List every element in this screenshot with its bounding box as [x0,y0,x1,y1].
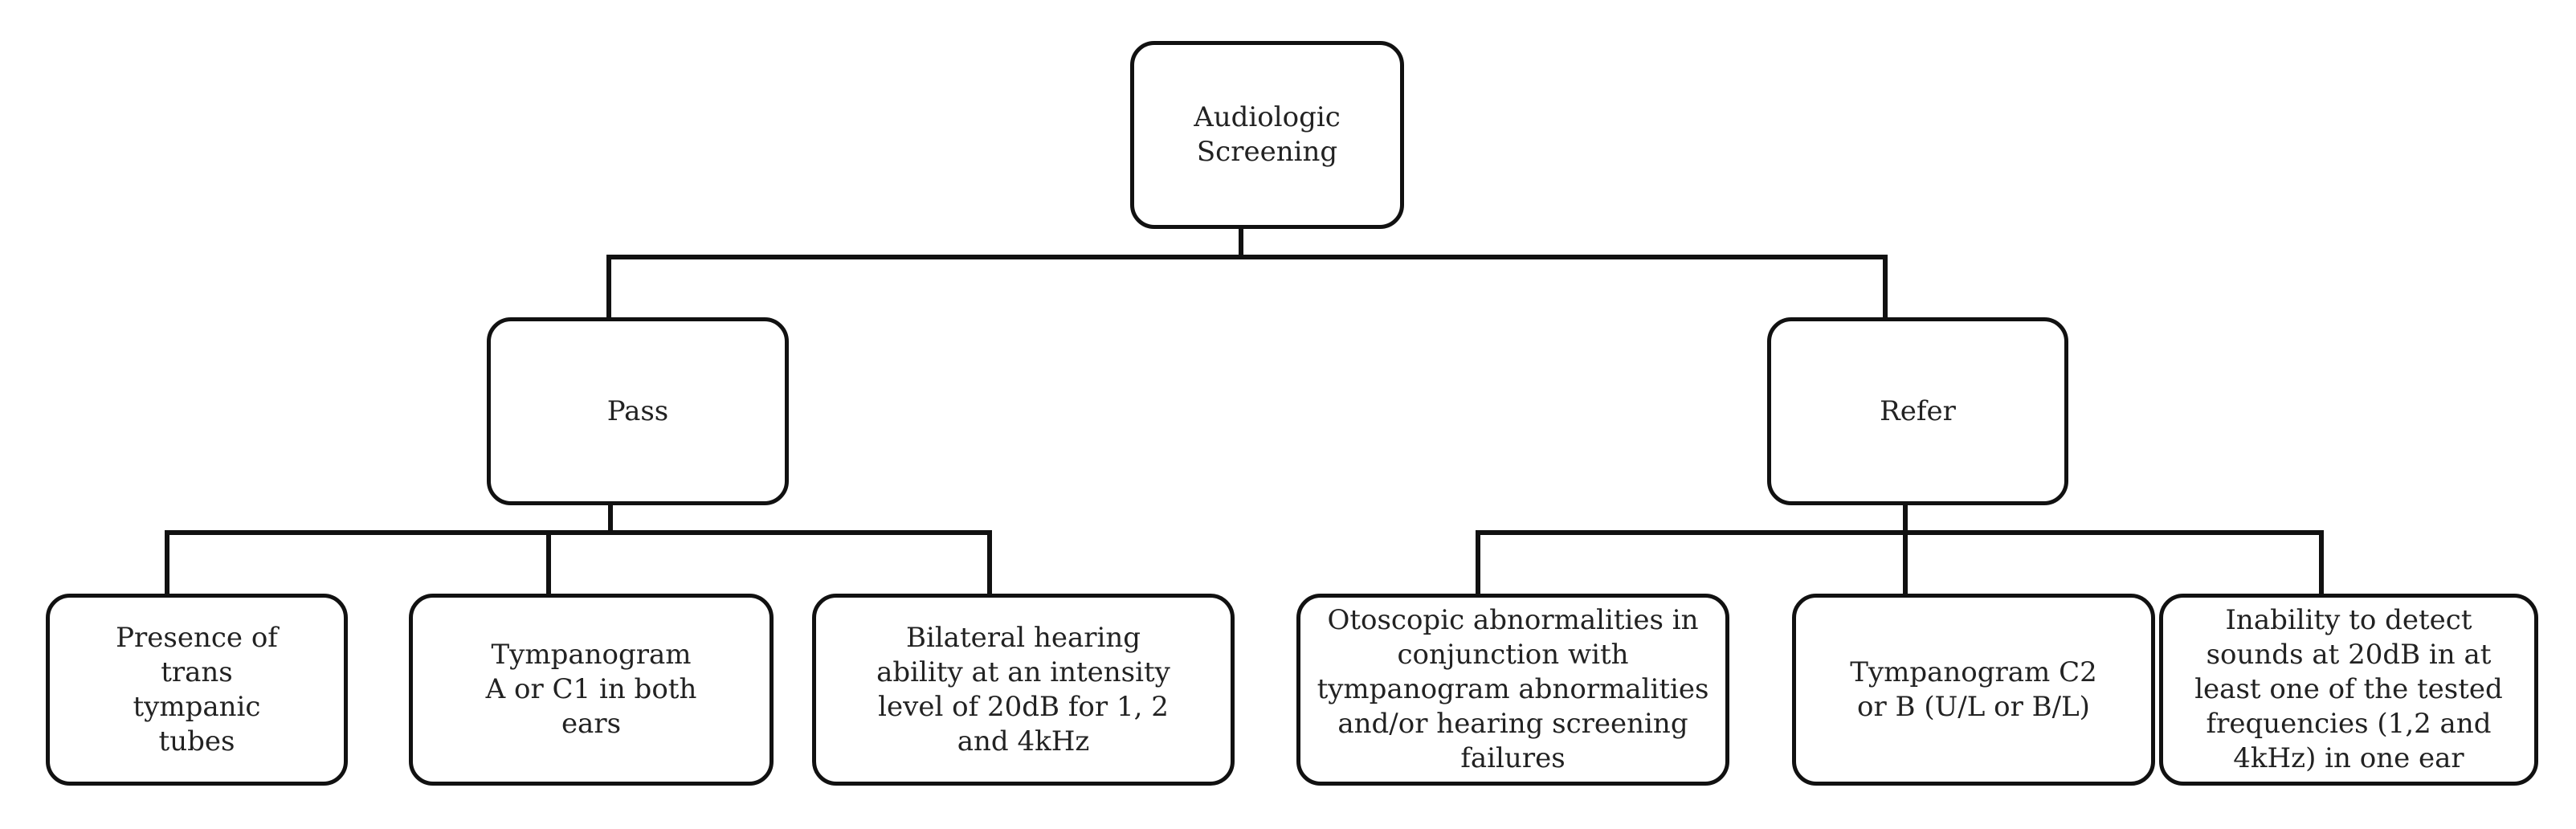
refer-criterion-otoscopic-label: Otoscopic abnormalities in conjunction w… [1317,604,1709,774]
refer-criterion-tympanogram-label: Tympanogram C2 or B (U/L or B/L) [1850,655,2097,723]
refer-criterion-inability-label: Inability to detect sounds at 20dB in at… [2194,604,2503,774]
pass-criterion-tympanic-tubes-node: Presence of trans tympanic tubes [46,594,348,786]
pass-criterion-tympanic-tubes-label: Presence of trans tympanic tubes [116,621,278,758]
audiologic-screening-node: Audiologic Screening [1130,41,1404,229]
pass-criterion-tympanogram-node: Tympanogram A or C1 in both ears [409,594,774,786]
pass-criterion-bilateral-hearing-label: Bilateral hearing ability at an intensit… [876,621,1170,758]
pass-criterion-bilateral-hearing-node: Bilateral hearing ability at an intensit… [812,594,1235,786]
pass-node: Pass [487,317,789,505]
audiologic-screening-label: Audiologic Screening [1194,101,1341,168]
refer-criterion-otoscopic-node: Otoscopic abnormalities in conjunction w… [1296,594,1729,786]
refer-node: Refer [1767,317,2068,505]
refer-criterion-inability-node: Inability to detect sounds at 20dB in at… [2159,594,2538,786]
pass-label: Pass [606,394,669,427]
pass-criterion-tympanogram-label: Tympanogram A or C1 in both ears [485,639,697,740]
refer-criterion-tympanogram-node: Tympanogram C2 or B (U/L or B/L) [1792,594,2155,786]
refer-label: Refer [1880,394,1956,427]
